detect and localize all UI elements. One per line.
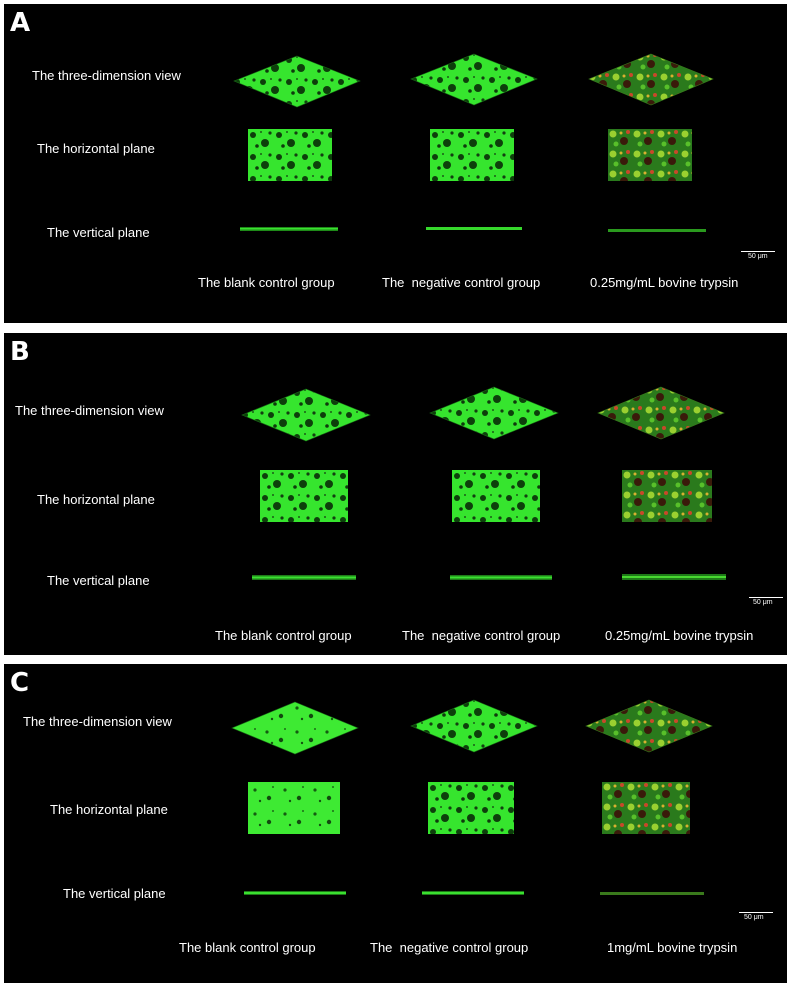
biofilm-3d-image (429, 386, 559, 440)
scale-bar-label: 50 μm (744, 914, 764, 921)
panel-letter: B (10, 337, 30, 367)
biofilm-vertical-image (240, 227, 338, 231)
scale-bar (739, 912, 773, 913)
biofilm-3d-image (241, 388, 371, 442)
column-label-negative-control: The negative control group (370, 940, 529, 955)
panel-letter: C (10, 668, 30, 698)
biofilm-3d-image (410, 53, 538, 106)
biofilm-horizontal-image (248, 129, 332, 181)
column-label-trypsin: 1mg/mL bovine trypsin (607, 940, 738, 955)
column-label-blank-control: The blank control group (215, 628, 352, 643)
scale-bar-label: 50 μm (753, 599, 773, 606)
row-label-vertical-plane: The vertical plane (47, 225, 150, 240)
biofilm-horizontal-image (428, 782, 514, 834)
row-label-horizontal-plane: The horizontal plane (37, 492, 155, 507)
row-label-3d-view: The three-dimension view (32, 68, 181, 83)
column-label-blank-control: The blank control group (179, 940, 316, 955)
biofilm-horizontal-image (452, 470, 540, 522)
row-label-3d-view: The three-dimension view (15, 403, 164, 418)
panel-a: A The three-dimension view The horizonta… (4, 4, 787, 323)
row-label-vertical-plane: The vertical plane (47, 573, 150, 588)
scale-bar-label: 50 μm (748, 253, 768, 260)
scale-bar (749, 597, 783, 598)
column-label-negative-control: The negative control group (402, 628, 561, 643)
biofilm-vertical-image (608, 229, 706, 232)
column-label-trypsin: 0.25mg/mL bovine trypsin (590, 275, 739, 290)
column-label-negative-control: The negative control group (382, 275, 541, 290)
biofilm-vertical-image (252, 575, 356, 580)
column-label-blank-control: The blank control group (198, 275, 335, 290)
biofilm-vertical-image (600, 892, 704, 895)
biofilm-horizontal-image (430, 129, 514, 181)
biofilm-horizontal-image (608, 129, 692, 181)
row-label-3d-view: The three-dimension view (23, 714, 172, 729)
row-label-vertical-plane: The vertical plane (63, 886, 166, 901)
biofilm-horizontal-image (260, 470, 348, 522)
row-label-horizontal-plane: The horizontal plane (37, 141, 155, 156)
biofilm-horizontal-image (602, 782, 690, 834)
biofilm-3d-image (410, 699, 538, 753)
biofilm-3d-image (233, 55, 361, 108)
biofilm-3d-image (231, 701, 359, 755)
biofilm-3d-image (585, 699, 713, 753)
biofilm-vertical-image (450, 575, 552, 580)
biofilm-horizontal-image (248, 782, 340, 834)
biofilm-vertical-image (426, 227, 522, 230)
biofilm-horizontal-image (622, 470, 712, 522)
panel-b: B The three-dimension view The horizonta… (4, 333, 787, 655)
row-label-horizontal-plane: The horizontal plane (50, 802, 168, 817)
biofilm-3d-image (588, 53, 714, 106)
biofilm-vertical-image (622, 574, 726, 580)
panel-letter: A (10, 8, 31, 38)
scale-bar (741, 251, 775, 252)
panel-c: C The three-dimension view The horizonta… (4, 664, 787, 983)
biofilm-vertical-image (244, 891, 346, 895)
biofilm-3d-image (597, 386, 725, 440)
biofilm-vertical-image (422, 891, 524, 895)
column-label-trypsin: 0.25mg/mL bovine trypsin (605, 628, 754, 643)
